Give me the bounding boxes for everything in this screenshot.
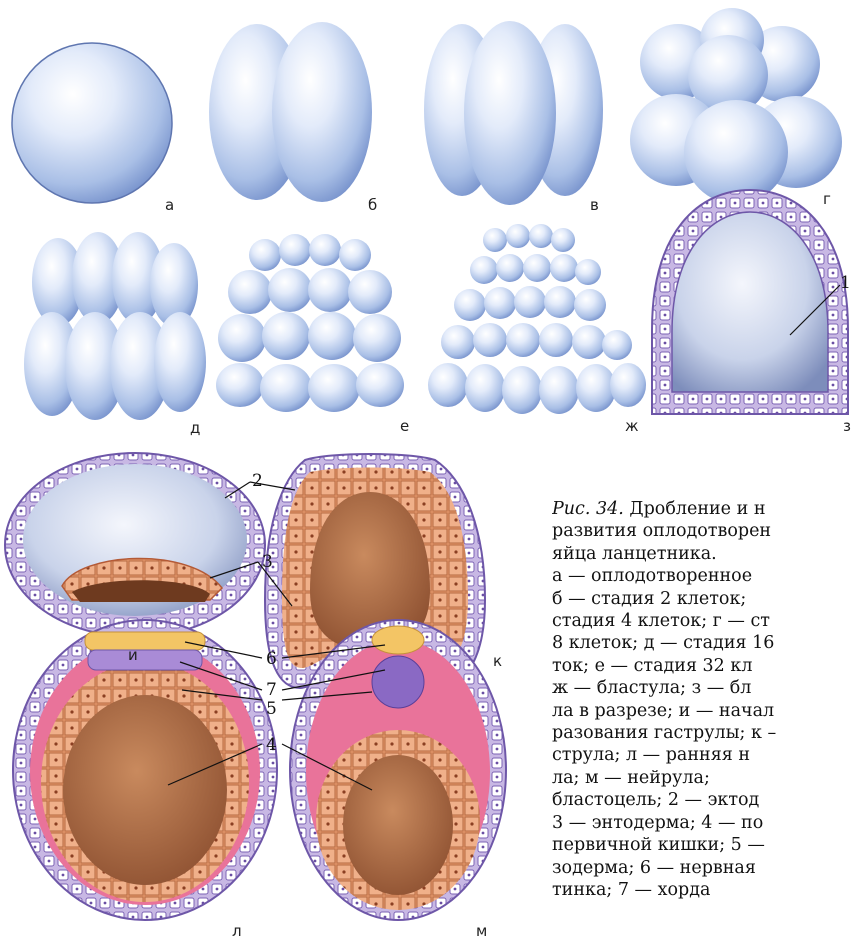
caption-line: 8 клеток; д — стадия 16 [552,632,856,654]
stage-v-four-cells [424,21,603,205]
num-2: 2 [252,471,263,491]
caption-line: тинка; 7 — хорда [552,879,856,901]
stage-l-early-neurula [13,620,277,920]
stage-g-eight-cells [630,8,842,204]
caption-fig-number: Рис. 34. [552,499,624,519]
label-i: и [128,646,138,664]
label-zh: ж [625,417,639,435]
caption-line: ток; е — стадия 32 кл [552,655,856,677]
stage-d-sixteen-cells [24,232,206,420]
figure-caption: Рис. 34. Дробление и н развития оплодотв… [552,498,856,901]
num-6: 6 [266,649,277,669]
label-v: в [590,196,599,214]
num-5: 5 [266,699,277,719]
caption-line: развития оплодотворен [552,520,856,542]
stage-z-blastula-section [652,190,848,414]
num-7: 7 [266,680,277,700]
label-k: к [493,652,502,670]
stage-m-neurula [290,620,506,920]
label-e: е [400,417,409,435]
stage-i-gastrulation-start [5,453,265,637]
num-1: 1 [840,273,851,293]
caption-line: яйца ланцетника. [552,543,856,565]
caption-line: бластоцель; 2 — эктод [552,789,856,811]
label-b: б [368,196,377,214]
caption-line: а — оплодотворенное [552,565,856,587]
caption-line: 3 — энтодерма; 4 — по [552,812,856,834]
label-d: д [190,419,200,437]
label-z: з [843,417,851,435]
stage-zh-blastula [428,224,646,414]
label-l: л [232,922,242,940]
caption-line: б — стадия 2 клеток; [552,588,856,610]
caption-title-line: Рис. 34. Дробление и н [552,498,856,520]
caption-line: ла; м — нейрула; [552,767,856,789]
caption-line: ла в разрезе; и — начал [552,700,856,722]
stage-a-zygote [12,43,172,203]
caption-line: разования гаструлы; к – [552,722,856,744]
caption-line: первичной кишки; 5 — [552,834,856,856]
stage-e-thirtytwo-cells [216,234,404,412]
caption-line: стадия 4 клеток; г — ст [552,610,856,632]
num-3: 3 [262,552,273,572]
caption-line: ж — бластула; з — бл [552,677,856,699]
label-a: а [165,196,174,214]
num-4: 4 [266,735,277,755]
caption-line: зодерма; 6 — нервная [552,857,856,879]
label-g: г [823,190,831,208]
label-m: м [476,922,487,940]
caption-line: струла; л — ранняя н [552,744,856,766]
stage-b-two-cells [209,22,372,202]
caption-title-text: Дробление и н [624,499,766,519]
